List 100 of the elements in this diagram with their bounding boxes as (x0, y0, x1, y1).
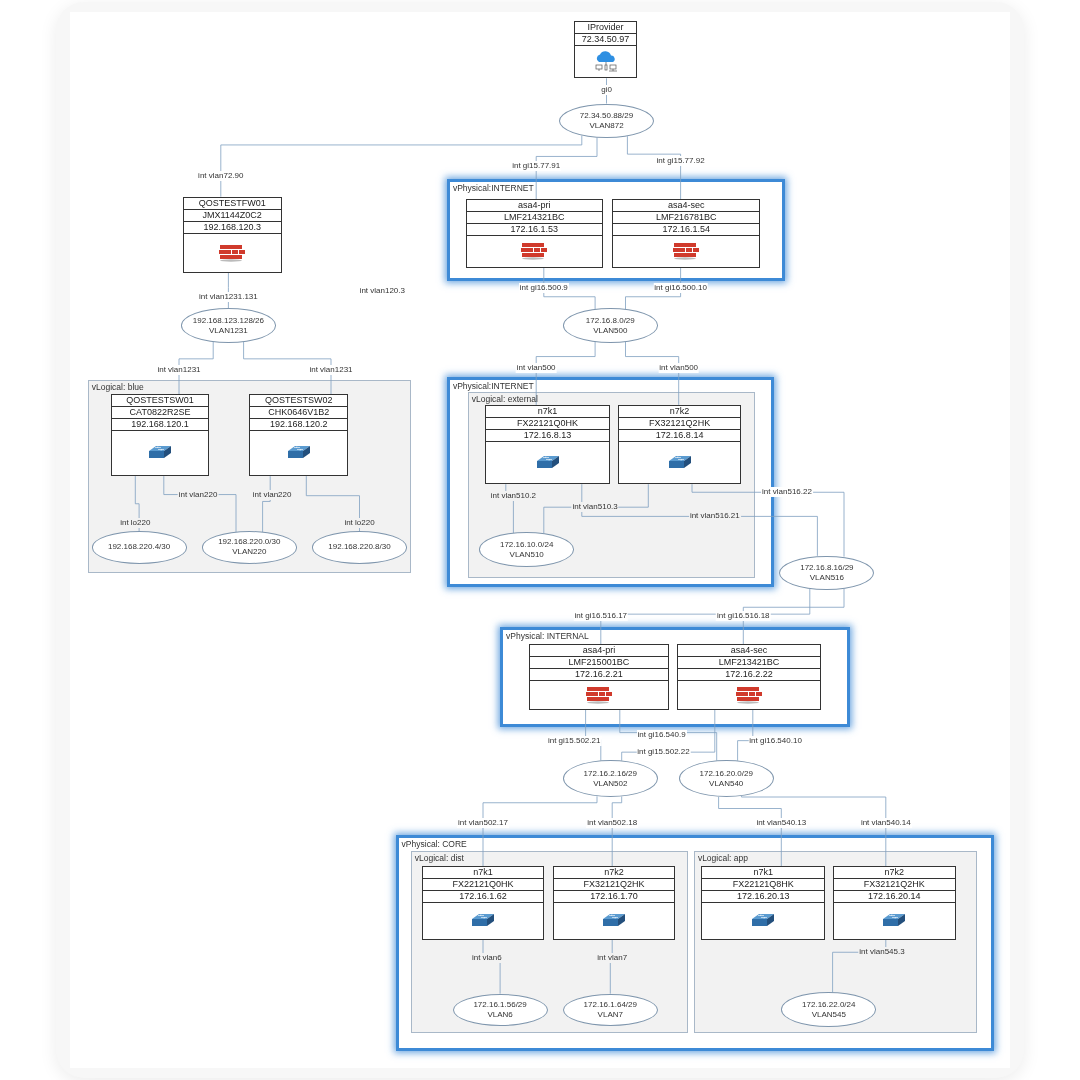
connector-line (718, 796, 782, 867)
vlan-text: VLAN1231 (209, 325, 248, 336)
connector-line (243, 341, 332, 395)
device-info-text: 172.16.8.14 (618, 429, 741, 442)
device-info-text: 172.16.1.70 (554, 890, 674, 903)
subnet-text: 192.168.220.4/30 (107, 542, 171, 553)
device-info-text: QOSTESTSW01 (111, 395, 209, 408)
subnet-text: 192.168.220.0/30 (218, 537, 281, 548)
logical-group-frame (410, 851, 689, 1033)
interface-label: int vlan1231.131 (198, 291, 259, 302)
device-card (832, 865, 957, 940)
device-info-text: LMF215001BC (529, 657, 669, 670)
subnet-text: 172.16.1.64/29 (583, 999, 637, 1010)
vlan-text: VLAN220 (232, 547, 267, 558)
physical-group-frame (500, 626, 850, 727)
device-info-text: 172.16.2.21 (529, 669, 669, 682)
physical-group-frame (446, 377, 774, 587)
interface-label: int vlan6 (470, 953, 503, 963)
interface-label: int gi15.502.22 (636, 747, 691, 758)
physical-group-frame (446, 179, 786, 281)
connector-line (535, 341, 596, 406)
device-info-text: FX32121Q2HK (554, 878, 674, 891)
interface-label: int vlan540.14 (859, 818, 912, 829)
interface-label: int lo220 (343, 518, 376, 529)
connector-line (535, 137, 598, 200)
subnet-ellipse (91, 531, 187, 564)
subnet-text: 172.16.8.16/29 (800, 562, 854, 573)
device-info-text: n7k1 (702, 866, 824, 879)
device-card (612, 199, 761, 268)
connector-line (606, 77, 607, 104)
interface-label: int gi15.77.91 (511, 160, 562, 171)
device-info-text: 172.16.20.14 (833, 890, 956, 903)
device-info-text: FX32121Q2HK (618, 417, 741, 430)
connector-line (262, 475, 271, 533)
logical-group-frame (693, 851, 977, 1033)
device-info-text: FX32121Q2HK (833, 878, 956, 891)
device-info-text: JMX1144Z0C2 (183, 209, 281, 222)
connector-line (627, 135, 681, 200)
subnet-text: 72.34.50.88/29 (579, 110, 634, 121)
interface-label: int vlan72.90 (197, 171, 245, 181)
device-info-text: n7k1 (423, 866, 543, 879)
group-title: vLogical: external (471, 394, 538, 405)
interface-label: int vlan1231 (308, 365, 354, 376)
vlan-text: VLAN516 (809, 572, 844, 583)
interface-label: gi0 (600, 84, 613, 95)
device-info-text: 172.16.8.13 (485, 429, 610, 442)
device-info-text: CAT0822R2SE (111, 407, 209, 420)
device-info-text: IProvider (575, 21, 636, 34)
group-title: vLogical: blue (91, 381, 144, 392)
vlan-text: VLAN545 (811, 1009, 846, 1020)
group-title: vPhysical: INTERNAL (506, 630, 589, 641)
device-info-text: QOSTESTFW01 (183, 197, 281, 210)
vlan-text: VLAN872 (589, 120, 624, 131)
device-card (249, 394, 349, 477)
device-info-text: asa4-sec (677, 645, 821, 658)
interface-label: int vlan500 (658, 363, 700, 374)
connector-line (609, 939, 613, 995)
interface-label: int vlan120.3 (358, 286, 406, 296)
group-title: vPhysical: CORE (401, 838, 467, 849)
group-title: vPhysical:INTERNET (452, 183, 534, 194)
interface-label: int gi16.516.18 (716, 611, 771, 622)
interface-label: int vlan1231 (156, 365, 202, 376)
connector-line (134, 475, 140, 532)
device-info-text: 72.34.50.97 (575, 33, 636, 46)
subnet-text: 172.16.1.56/29 (473, 999, 527, 1010)
device-info-text: n7k2 (618, 405, 741, 418)
device-card (553, 865, 675, 940)
device-card (465, 199, 603, 268)
interface-label: int vlan510.3 (571, 502, 619, 513)
device-info-text: n7k2 (554, 866, 674, 879)
interface-label: int vlan516.22 (761, 487, 813, 498)
interface-label: int gi15.77.92 (655, 156, 706, 167)
device-info-text: 172.16.1.62 (423, 890, 543, 903)
device-info-text: asa4-sec (613, 200, 760, 212)
interface-label: int gi16.540.9 (636, 729, 687, 740)
vlan-text: VLAN6 (487, 1009, 513, 1020)
physical-group-frame (395, 834, 995, 1052)
group-title: vLogical: dist (414, 853, 464, 864)
device-info-text: LMF214321BC (466, 212, 602, 224)
device-info-text: 192.168.120.3 (183, 221, 281, 234)
device-info-text: QOSTESTSW02 (250, 395, 348, 408)
connector-line (625, 341, 680, 406)
device-info-text: n7k2 (833, 866, 956, 879)
interface-label: int vlan502.17 (457, 818, 509, 829)
interface-label: int gi16.516.17 (573, 611, 629, 622)
device-card (484, 404, 611, 485)
connector-line (178, 341, 214, 395)
device-info-text: LMF216781BC (613, 212, 760, 224)
device-info-text: LMF213421BC (677, 657, 821, 670)
interface-label: int vlan7 (596, 953, 629, 963)
vlan-text: VLAN502 (593, 778, 628, 789)
subnet-text: 172.16.10.0/24 (499, 539, 554, 550)
interface-label: int gi16.540.10 (748, 735, 803, 746)
connector-line (737, 709, 754, 762)
group-title: vPhysical:INTERNET (452, 381, 534, 392)
interface-label: int gi16.500.9 (518, 282, 569, 293)
device-info-text: 192.168.120.2 (250, 419, 348, 432)
interface-label: int vlan220 (177, 489, 219, 500)
subnet-text: 192.168.220.8/30 (328, 542, 391, 553)
interface-label: int vlan220 (251, 489, 293, 500)
